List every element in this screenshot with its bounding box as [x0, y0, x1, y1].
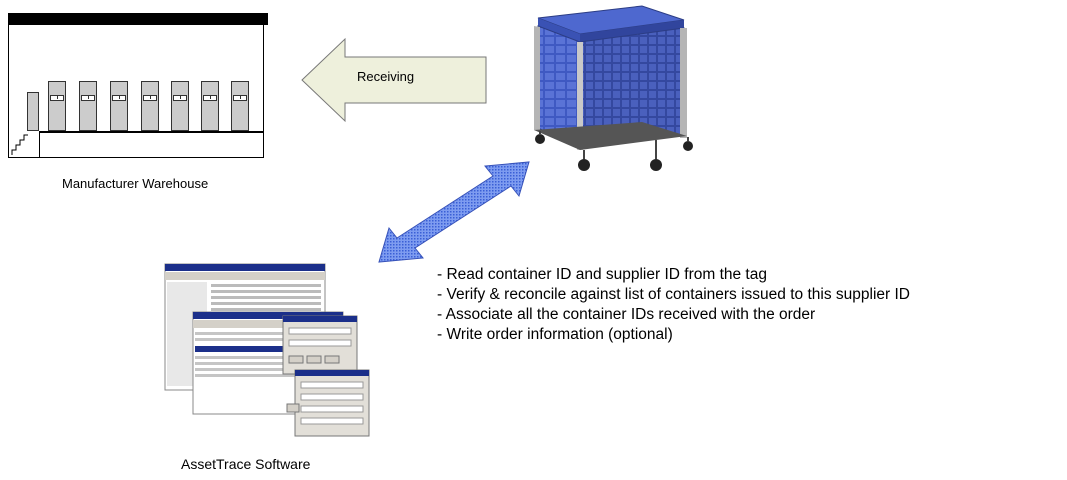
returnable-container-image — [534, 5, 693, 171]
warehouse-body — [8, 25, 264, 158]
warehouse-roof — [8, 13, 268, 25]
loading-dock-door — [79, 81, 97, 131]
software-screenshots-image — [164, 263, 370, 437]
bidirectional-link-arrow — [378, 161, 530, 263]
step-item: - Verify & reconcile against list of con… — [437, 286, 910, 303]
warehouse-illustration — [0, 0, 280, 200]
receiving-arrow-label: Receiving — [357, 69, 415, 84]
receiving-steps-list: - Read container ID and supplier ID from… — [437, 265, 910, 345]
warehouse-dock-floor — [40, 131, 264, 133]
software-caption: AssetTrace Software — [181, 456, 311, 472]
warehouse-stairs-area — [8, 131, 40, 158]
loading-dock-door — [231, 81, 249, 131]
warehouse-pillar — [27, 92, 39, 131]
stairs-icon — [11, 134, 28, 155]
loading-dock-door — [48, 81, 66, 131]
receiving-arrow — [301, 37, 487, 123]
step-item: - Associate all the container IDs receiv… — [437, 306, 816, 323]
loading-dock-door — [141, 81, 159, 131]
warehouse-caption: Manufacturer Warehouse — [62, 176, 209, 191]
step-item: - Read container ID and supplier ID from… — [437, 266, 767, 283]
loading-dock-door — [110, 81, 128, 131]
loading-dock-door — [201, 81, 219, 131]
loading-dock-door — [171, 81, 189, 131]
step-item: - Write order information (optional) — [437, 326, 673, 343]
